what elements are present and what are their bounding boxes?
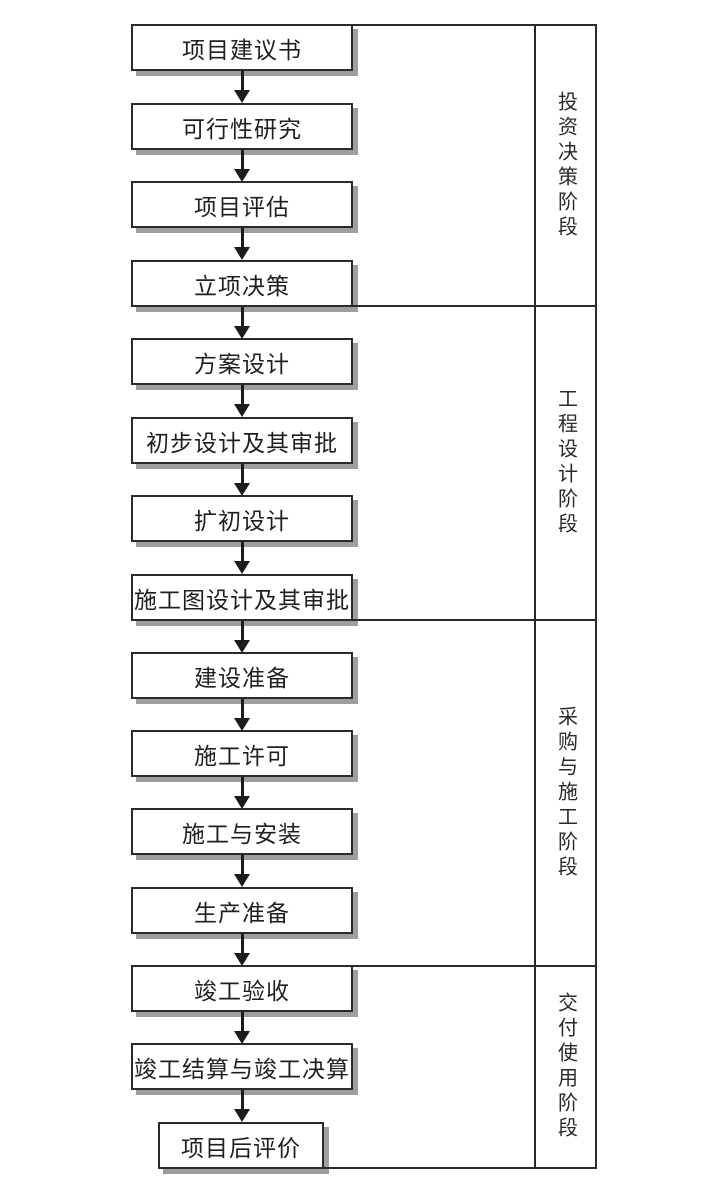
arrow-down-icon <box>234 307 250 339</box>
flow-step-label: 建设准备 <box>194 665 290 691</box>
flow-step-box-construction-permit: 施工许可 <box>131 730 353 777</box>
phase-label: 投资决策阶段 <box>554 90 577 241</box>
arrow-down-icon <box>234 385 250 417</box>
flow-step-box-completion-settlement: 竣工结算与竣工决算 <box>131 1043 353 1090</box>
phase-divider-1 <box>351 305 597 307</box>
flow-step-box-completion-acceptance: 竣工验收 <box>131 965 353 1012</box>
phase-divider-2 <box>351 619 597 621</box>
flow-step-label: 项目评估 <box>194 194 290 220</box>
flow-step-box-scheme-design: 方案设计 <box>131 338 353 385</box>
flow-step-label: 生产准备 <box>194 900 290 926</box>
flow-step-label: 可行性研究 <box>182 116 302 142</box>
arrow-down-icon <box>234 855 250 887</box>
arrow-down-icon <box>234 621 250 653</box>
arrow-down-icon <box>234 777 250 809</box>
flow-step-box-post-project-evaluation: 项目后评价 <box>158 1122 324 1169</box>
arrow-down-icon <box>234 934 250 966</box>
flow-step-box-production-preparation: 生产准备 <box>131 887 353 934</box>
phase-column-outer-rule <box>595 24 597 1169</box>
flow-step-box-project-proposal: 项目建议书 <box>131 24 353 71</box>
arrow-down-icon <box>234 1090 250 1122</box>
phase-divider-top <box>351 24 597 26</box>
phase-divider-bottom <box>322 1167 597 1169</box>
arrow-down-icon <box>234 699 250 731</box>
flow-step-box-preliminary-design: 初步设计及其审批 <box>131 417 353 464</box>
arrow-down-icon <box>234 150 250 182</box>
arrow-down-icon <box>234 464 250 496</box>
phase-label: 交付使用阶段 <box>554 992 577 1142</box>
arrow-down-icon <box>234 71 250 103</box>
arrow-down-icon <box>234 1012 250 1044</box>
flow-step-label: 初步设计及其审批 <box>146 430 338 456</box>
flow-step-label: 施工许可 <box>194 743 290 769</box>
flow-step-box-approval-decision: 立项决策 <box>131 260 353 307</box>
phase-divider-3 <box>351 965 597 967</box>
flow-step-label: 扩初设计 <box>194 508 290 534</box>
flow-step-label: 施工与安装 <box>182 821 302 847</box>
flow-step-label: 项目建议书 <box>182 37 302 63</box>
flow-step-box-construction-drawing-design: 施工图设计及其审批 <box>131 574 353 621</box>
flow-step-label: 项目后评价 <box>181 1135 301 1161</box>
phase-cell-delivery-use: 交付使用阶段 <box>536 967 595 1167</box>
phase-label: 工程设计阶段 <box>554 388 577 538</box>
flow-step-label: 方案设计 <box>194 351 290 377</box>
flow-step-box-construction-installation: 施工与安装 <box>131 808 353 855</box>
flow-step-box-project-evaluation: 项目评估 <box>131 181 353 228</box>
arrow-down-icon <box>234 228 250 260</box>
phase-column-inner-rule <box>534 24 536 1169</box>
flow-step-label: 施工图设计及其审批 <box>134 587 350 613</box>
flow-step-box-expanded-preliminary-design: 扩初设计 <box>131 495 353 542</box>
flow-step-label: 竣工结算与竣工决算 <box>134 1056 350 1082</box>
flow-step-box-construction-preparation: 建设准备 <box>131 652 353 699</box>
phase-label: 采购与施工阶段 <box>554 705 577 881</box>
flow-step-box-feasibility-study: 可行性研究 <box>131 103 353 150</box>
phase-cell-procurement-construction: 采购与施工阶段 <box>536 621 595 965</box>
phase-cell-engineering-design: 工程设计阶段 <box>536 307 595 619</box>
flow-step-label: 立项决策 <box>194 273 290 299</box>
flow-step-label: 竣工验收 <box>194 978 290 1004</box>
phase-cell-investment-decision: 投资决策阶段 <box>536 26 595 305</box>
arrow-down-icon <box>234 542 250 574</box>
